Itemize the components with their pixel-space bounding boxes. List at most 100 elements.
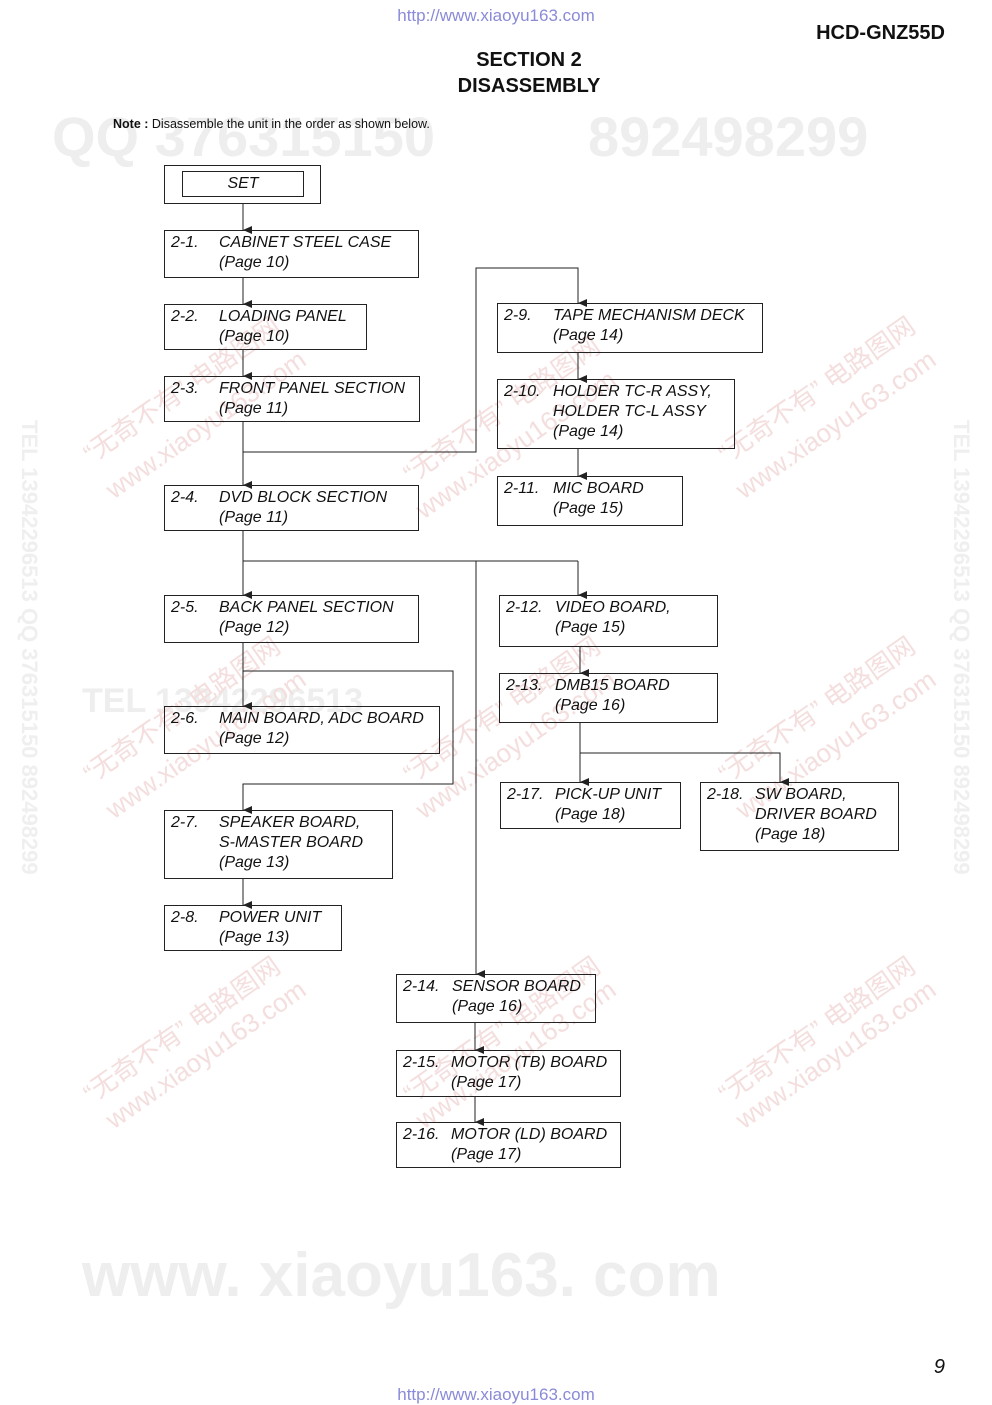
branch-2-5-to-2-7 [242, 670, 454, 814]
step-number: 2-16. [403, 1126, 440, 1143]
step-number: 2-1. [171, 234, 199, 251]
step-text: LOADING PANEL (Page 10) [219, 307, 347, 347]
page-number: 9 [933, 1356, 945, 1378]
step-text: HOLDER TC-R ASSY, HOLDER TC-L ASSY (Page… [553, 382, 712, 442]
step-set-label: SET [182, 171, 304, 197]
step-2-18: 2-18. SW BOARD, DRIVER BOARD (Page 18) [700, 782, 899, 851]
step-page-ref: (Page 12) [219, 730, 290, 747]
step-text: FRONT PANEL SECTION (Page 11) [219, 379, 405, 419]
branch-2-13-to-2-18 [580, 752, 789, 786]
step-number: 2-14. [403, 978, 440, 995]
step-2-16: 2-16. MOTOR (LD) BOARD (Page 17) [396, 1122, 621, 1168]
step-page-ref: (Page 17) [451, 1074, 522, 1091]
step-number: 2-12. [506, 599, 543, 616]
step-number: 2-2. [171, 308, 199, 325]
step-2-14: 2-14. SENSOR BOARD (Page 16) [396, 974, 596, 1023]
step-text: CABINET STEEL CASE (Page 10) [219, 233, 391, 273]
step-page-ref: (Page 16) [555, 697, 626, 714]
step-page-ref: (Page 13) [219, 854, 290, 871]
step-number: 2-11. [504, 480, 540, 497]
page-title: DISASSEMBLY [457, 75, 601, 97]
step-title: PICK-UP UNIT [555, 786, 662, 803]
step-title: BACK PANEL SECTION [219, 599, 394, 616]
step-set: SET [164, 165, 321, 204]
step-2-13: 2-13. DMB15 BOARD (Page 16) [499, 673, 718, 723]
step-page-ref: (Page 15) [553, 500, 624, 517]
step-title: CABINET STEEL CASE [219, 234, 392, 251]
step-text: PICK-UP UNIT (Page 18) [555, 785, 661, 825]
step-title: FRONT PANEL SECTION [219, 380, 406, 397]
step-number: 2-18. [707, 786, 744, 803]
step-page-ref: (Page 11) [219, 400, 289, 417]
step-number: 2-5. [171, 599, 199, 616]
step-2-2: 2-2. LOADING PANEL (Page 10) [164, 304, 367, 350]
url-bottom[interactable]: http://www.xiaoyu163.com [397, 1385, 595, 1404]
step-2-15: 2-15. MOTOR (TB) BOARD (Page 17) [396, 1050, 621, 1097]
step-number: 2-9. [504, 307, 532, 324]
step-title: HOLDER TC-R ASSY, [553, 383, 712, 400]
model-number: HCD-GNZ55D [816, 22, 945, 44]
step-2-12: 2-12. VIDEO BOARD, (Page 15) [499, 595, 718, 647]
step-text: MAIN BOARD, ADC BOARD (Page 12) [219, 709, 424, 749]
step-text: SENSOR BOARD (Page 16) [452, 977, 581, 1017]
step-title: VIDEO BOARD, [555, 599, 671, 616]
step-number: 2-10. [504, 383, 541, 400]
step-page-ref: (Page 17) [451, 1146, 522, 1163]
step-title: DVD BLOCK SECTION [219, 489, 388, 506]
step-2-9: 2-9. TAPE MECHANISM DECK (Page 14) [497, 303, 763, 353]
step-2-1: 2-1. CABINET STEEL CASE (Page 10) [164, 230, 419, 278]
url-top[interactable]: http://www.xiaoyu163.com [397, 6, 595, 25]
step-text: VIDEO BOARD, (Page 15) [555, 598, 671, 638]
step-2-10: 2-10. HOLDER TC-R ASSY, HOLDER TC-L ASSY… [497, 379, 735, 449]
step-page-ref: (Page 14) [553, 423, 624, 440]
step-number: 2-13. [506, 677, 543, 694]
step-number: 2-7. [171, 814, 199, 831]
step-2-8: 2-8. POWER UNIT (Page 13) [164, 905, 342, 951]
step-page-ref: (Page 10) [219, 254, 290, 271]
step-text: SPEAKER BOARD, S-MASTER BOARD (Page 13) [219, 813, 363, 873]
step-title-line2: S-MASTER BOARD [219, 834, 364, 851]
step-title-line2: DRIVER BOARD [755, 806, 877, 823]
note-label: Note : [113, 117, 149, 131]
step-number: 2-6. [171, 710, 199, 727]
step-title-line2: HOLDER TC-L ASSY [553, 403, 706, 420]
step-page-ref: (Page 16) [452, 998, 523, 1015]
step-number: 2-17. [507, 786, 544, 803]
step-page-ref: (Page 12) [219, 619, 290, 636]
step-page-ref: (Page 10) [219, 328, 290, 345]
step-2-3: 2-3. FRONT PANEL SECTION (Page 11) [164, 376, 420, 422]
step-page-ref: (Page 18) [555, 806, 626, 823]
step-2-17: 2-17. PICK-UP UNIT (Page 18) [500, 782, 681, 829]
step-title: MIC BOARD [553, 480, 644, 497]
step-2-4: 2-4. DVD BLOCK SECTION (Page 11) [164, 485, 419, 531]
step-number: 2-3. [171, 380, 199, 397]
step-title: MAIN BOARD, ADC BOARD [219, 710, 424, 727]
step-text: DVD BLOCK SECTION (Page 11) [219, 488, 387, 528]
step-title: MOTOR (LD) BOARD [451, 1126, 608, 1143]
step-title: SW BOARD, [755, 786, 847, 803]
step-number: 2-4. [171, 489, 199, 506]
step-title: MOTOR (TB) BOARD [451, 1054, 608, 1071]
step-title: POWER UNIT [219, 909, 322, 926]
step-text: POWER UNIT (Page 13) [219, 908, 321, 948]
step-2-6: 2-6. MAIN BOARD, ADC BOARD (Page 12) [164, 706, 440, 754]
step-title: SPEAKER BOARD, [219, 814, 361, 831]
step-text: BACK PANEL SECTION (Page 12) [219, 598, 394, 638]
step-number: 2-8. [171, 909, 199, 926]
branch-2-3-to-2-9 [243, 267, 587, 453]
section-number: SECTION 2 [476, 49, 582, 71]
step-page-ref: (Page 18) [755, 826, 826, 843]
step-text: MOTOR (LD) BOARD (Page 17) [451, 1125, 607, 1165]
step-2-5: 2-5. BACK PANEL SECTION (Page 12) [164, 595, 419, 643]
step-title: SENSOR BOARD [452, 978, 581, 995]
step-number: 2-15. [403, 1054, 440, 1071]
step-text: TAPE MECHANISM DECK (Page 14) [553, 306, 745, 346]
note: Note : Disassemble the unit in the order… [113, 117, 430, 131]
step-page-ref: (Page 14) [553, 327, 624, 344]
step-2-7: 2-7. SPEAKER BOARD, S-MASTER BOARD (Page… [164, 810, 393, 879]
step-title: LOADING PANEL [219, 308, 347, 325]
step-text: MOTOR (TB) BOARD (Page 17) [451, 1053, 607, 1093]
step-title: TAPE MECHANISM DECK [553, 307, 745, 324]
section-heading: SECTION 2 DISASSEMBLY [0, 47, 992, 99]
